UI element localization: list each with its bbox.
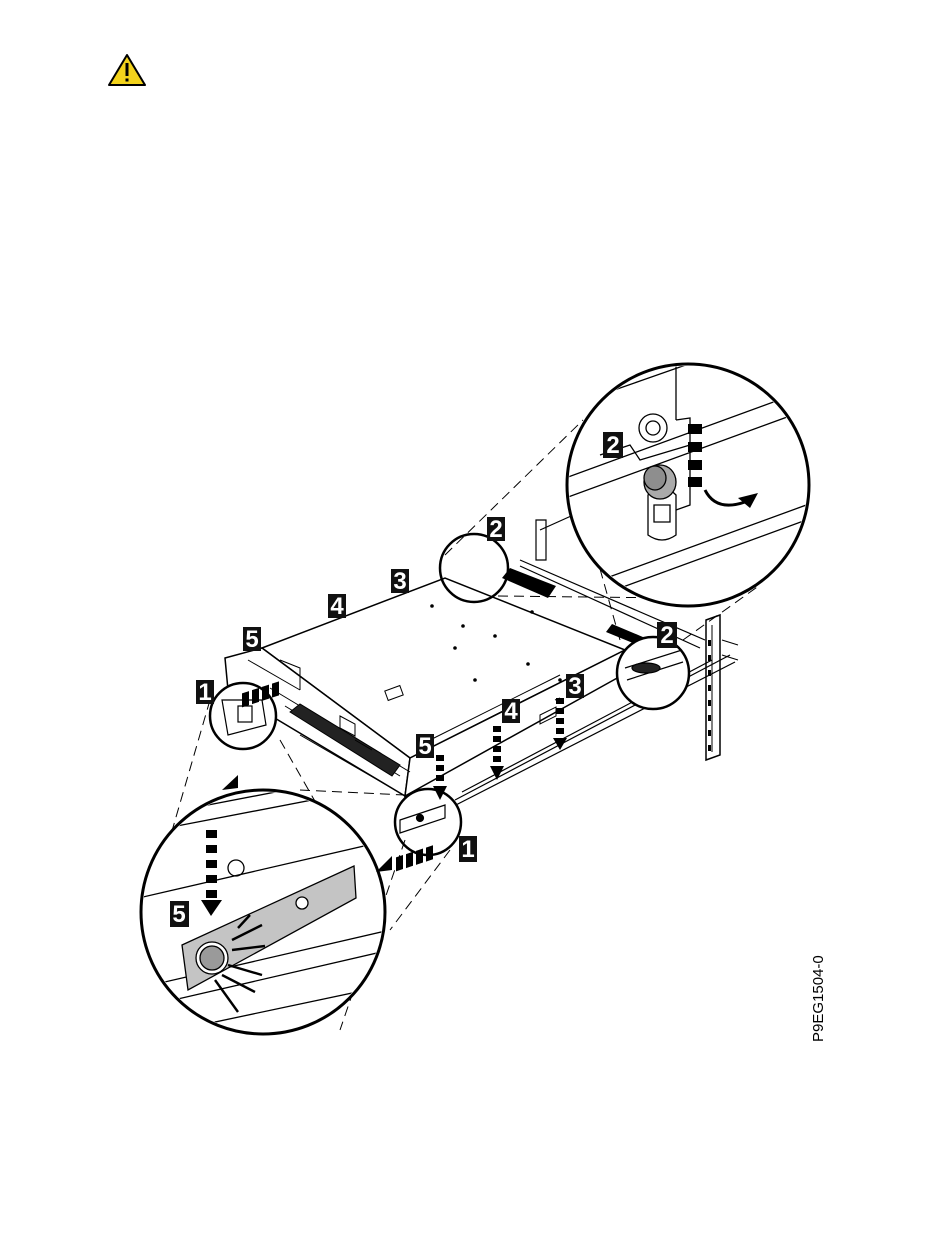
step-label-3-right: 3 [566, 673, 584, 700]
step-label-5-top: 5 [243, 626, 261, 653]
step-label-2-right-text: 2 [660, 622, 673, 649]
step-label-4-right-text: 4 [504, 698, 518, 725]
step-label-3-right-text: 3 [568, 673, 581, 700]
rack-post [706, 615, 738, 760]
step-label-5-top-text: 5 [245, 626, 258, 653]
step-label-2-zoom: 2 [603, 432, 623, 459]
step-label-1-left: 1 [196, 679, 214, 706]
zoom-circle-top-right [560, 318, 820, 610]
step-label-5-zoom: 5 [170, 901, 189, 928]
detail-circle-right [617, 637, 689, 709]
step-label-1-left-text: 1 [198, 679, 211, 706]
step-label-1-right-text: 1 [461, 836, 474, 863]
step-label-3-top-text: 3 [393, 568, 406, 595]
step-label-5-right-text: 5 [418, 733, 431, 760]
step-label-4-right: 4 [502, 698, 520, 725]
step-label-5-right: 5 [416, 733, 434, 760]
step-label-1-right: 1 [459, 836, 477, 863]
step-label-2-top-text: 2 [489, 516, 502, 543]
step-label-2-zoom-text: 2 [606, 432, 619, 459]
step-label-2-top: 2 [487, 516, 505, 543]
caution-triangle-icon [109, 55, 145, 85]
zoom-circle-bottom-left [130, 770, 390, 1040]
step-label-2-right: 2 [657, 622, 677, 649]
step-label-3-top: 3 [391, 568, 409, 595]
step-label-4-top: 4 [328, 593, 346, 620]
step-label-5-zoom-text: 5 [172, 901, 185, 928]
step-label-4-top-text: 4 [330, 593, 344, 620]
figure-id: P9EG1504-0 [810, 955, 827, 1042]
